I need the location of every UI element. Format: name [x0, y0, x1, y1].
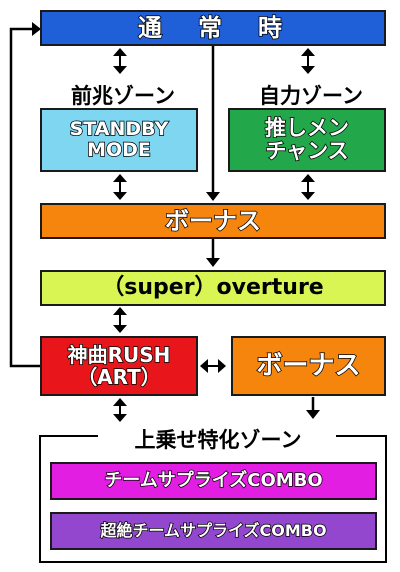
node-rush-line-2: （ART） [76, 365, 161, 389]
node-rush: 神曲RUSH （ART） [40, 336, 198, 396]
node-bonus-side-label: ボーナス [256, 350, 362, 381]
node-zencho-title: 前兆ゾーン [71, 84, 175, 108]
node-jiriki-line-2: チャンス [265, 139, 350, 164]
double-arrow-normal-zencho [113, 48, 127, 74]
node-zencho: STANDBY MODE [40, 108, 198, 172]
node-super-combo-label: 超絶チームサプライズCOMBO [100, 521, 328, 541]
node-combo-label: チームサプライズCOMBO [104, 470, 324, 492]
arrow-bonus-overture [206, 239, 220, 267]
double-arrow-jiriki-bonus [301, 174, 315, 200]
zone-group-title: 上乗せ特化ゾーン [100, 424, 336, 454]
arrow-normal-bonus [206, 46, 220, 201]
node-normal: 通 常 時 [40, 10, 386, 46]
loop-arrow-rush-normal [9, 22, 41, 368]
double-arrow-zencho-bonus [113, 174, 127, 200]
node-bonus-side: ボーナス [231, 336, 386, 396]
node-jiriki: 推しメン チャンス [228, 108, 386, 172]
node-bonus-top-label: ボーナス [164, 206, 262, 235]
double-arrow-rush-bonus [200, 359, 226, 373]
arrow-bonus-zone [306, 397, 320, 419]
node-zencho-line-2: MODE [86, 139, 151, 161]
node-normal-label: 通 常 時 [137, 13, 288, 42]
node-overture-label: （super）overture [102, 274, 324, 300]
double-arrow-overture-rush [113, 307, 127, 333]
double-arrow-normal-jiriki [301, 48, 315, 74]
node-bonus-top: ボーナス [40, 203, 386, 239]
node-overture: （super）overture [40, 270, 386, 306]
node-rush-line-1: 神曲RUSH [67, 343, 171, 367]
node-jiriki-title: 自力ゾーン [259, 84, 363, 108]
node-combo: チームサプライズCOMBO [50, 462, 377, 500]
double-arrow-rush-zone [113, 398, 127, 422]
node-super-combo: 超絶チームサプライズCOMBO [50, 512, 377, 550]
node-zencho-line-1: STANDBY [69, 118, 169, 141]
node-jiriki-line-1: 推しメン [264, 115, 350, 141]
